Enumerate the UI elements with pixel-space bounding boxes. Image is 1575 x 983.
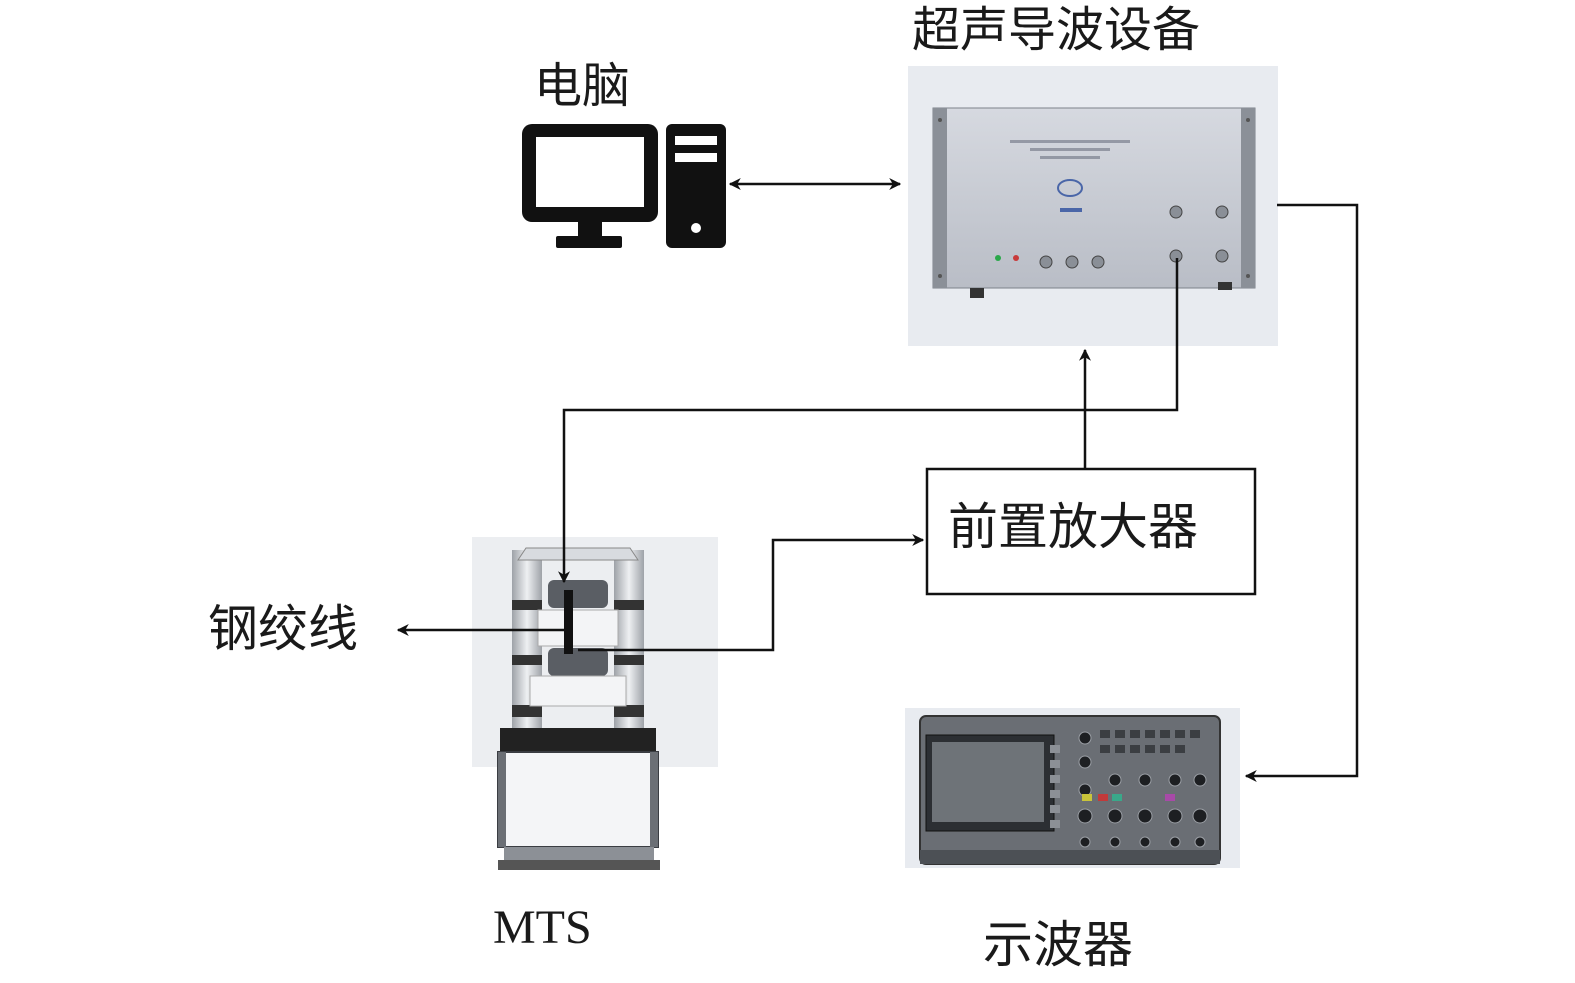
ultrasonic-device-image [908,66,1278,346]
mts-testing-machine-image [472,537,718,870]
preamplifier-label: 前置放大器 [948,498,1198,556]
desktop-computer-icon [522,124,726,248]
preamplifier-box [925,467,1257,596]
ultrasonic-device-label: 超声导波设备 [912,2,1201,58]
device-to-oscilloscope-line [1244,203,1359,782]
oscilloscope-label: 示波器 [983,916,1133,974]
mts-label: MTS [493,901,592,954]
mts-to-preamplifier-line [578,534,925,652]
steel-strand [564,590,573,654]
computer-label: 电脑 [534,58,631,114]
oscilloscope-image [905,708,1240,868]
device-to-mts-line [558,258,1179,584]
connection-lines [396,178,1359,782]
steel-strand-label: 钢绞线 [208,600,358,658]
